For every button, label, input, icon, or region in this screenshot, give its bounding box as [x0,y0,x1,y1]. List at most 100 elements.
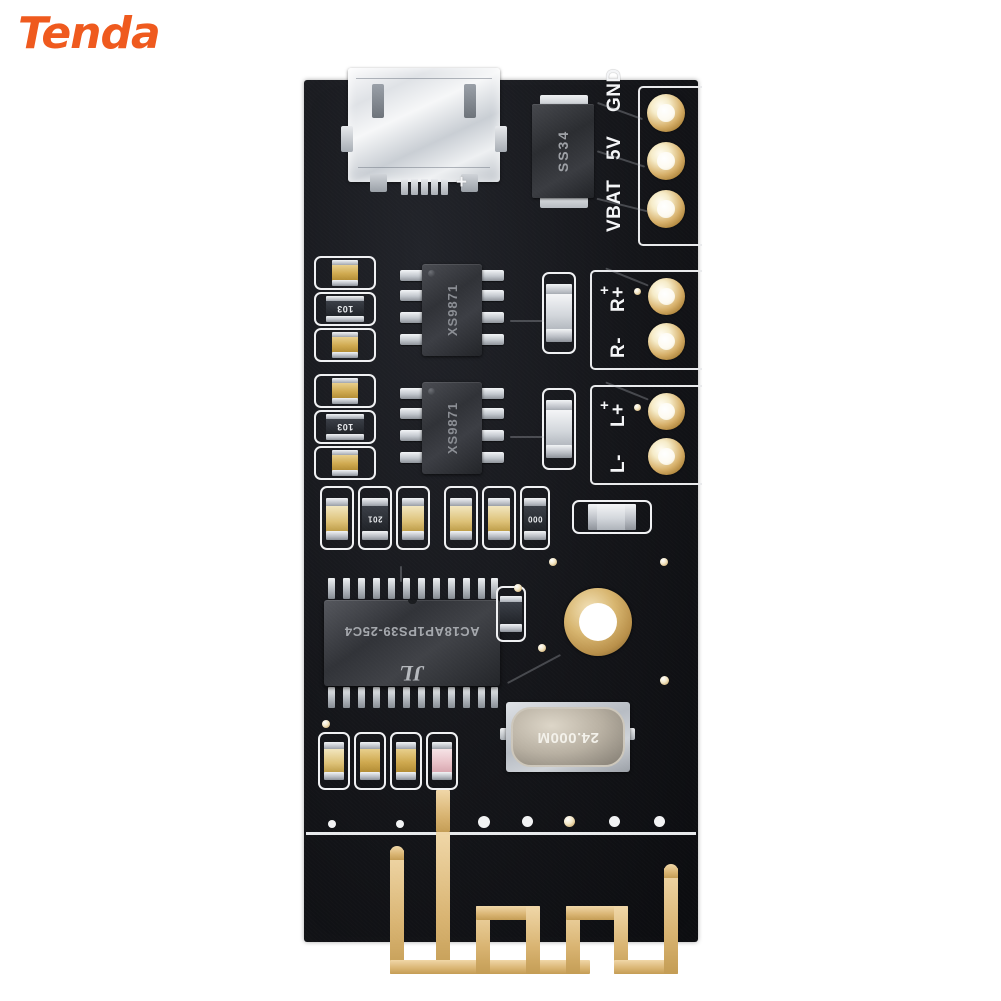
antenna-trace [476,906,490,974]
antenna-trace [476,906,540,920]
pad-r-plus[interactable] [648,278,685,315]
tenda-logo: Tenda [18,8,161,59]
pad-l-minus[interactable] [648,438,685,475]
mounting-hole [564,588,632,656]
capacitor-top-1 [332,260,358,286]
resistor-000: 000 [524,498,546,540]
silk-pad-r-103a [314,292,376,326]
ic-pin1-dot [428,388,435,395]
via [538,644,546,652]
silk-pad-row-3 [396,486,430,550]
ic-lead [400,290,424,301]
right-channel-plus-marker: + [600,282,610,299]
usb-shell-tab-right [464,84,476,118]
capacitor-bottom-3 [396,742,416,780]
ic-pin [388,687,395,708]
usb-pin [411,179,418,195]
silk-pad-btm-3 [390,732,422,790]
main-ic-notch [408,600,417,604]
ic-xs9871-top: XS9871 [400,264,504,356]
ic-lead [400,388,424,399]
schottky-diode-ss34: SS34 [532,104,594,198]
ic-pin [403,578,410,599]
ic-lead [400,312,424,323]
via [660,676,669,685]
inductor-top [546,284,572,342]
ic-pin [448,578,455,599]
silk-pad-row-1 [320,486,354,550]
ic-pin [463,687,470,708]
via [522,816,533,827]
pcb-board: SS34 + GND 5V VBAT R+ R- + L+ L- + 103 [304,68,702,974]
resistor-side [500,596,522,632]
silk-pad-row-6 [520,486,550,550]
ic-pin [491,687,498,708]
inductor-right [588,504,636,530]
ic-lead [480,290,504,301]
usb-foot-left [370,174,387,192]
antenna-trace [614,906,628,974]
ic-lead [480,388,504,399]
resistor-103-a: 103 [326,296,364,322]
capacitor-row-3 [450,498,472,540]
ic-lead [480,270,504,281]
polarity-plus-marker: + [456,172,468,193]
antenna-trace [664,864,678,878]
silk-pad-btm-1 [318,732,350,790]
pad-l-plus[interactable] [648,393,685,430]
resistor-201: 201 [362,498,388,540]
silk-pad-btm-4 [426,732,458,790]
silk-pad-ind-right [572,500,652,534]
ic-pin [373,687,380,708]
pad-5v[interactable] [647,142,685,180]
capacitor-bottom-1 [324,742,344,780]
ic-lead [400,452,424,463]
led-indicator [432,742,452,780]
pcb-meander-antenna [304,80,698,974]
ic-pin [463,578,470,599]
main-ic-package [324,600,500,686]
power-header-outline [638,86,702,246]
antenna-trace [526,906,540,974]
capacitor-row-1 [326,498,348,540]
ic-xs9871-mid: XS9871 [400,382,504,474]
antenna-trace [436,832,450,974]
ic-lead [480,408,504,419]
ic-lead [400,408,424,419]
antenna-trace [390,850,404,974]
via [634,288,641,295]
via [660,558,668,566]
ic-pin1-dot [428,270,435,277]
ic-lead [400,334,424,345]
capacitor-mid-1 [332,378,358,404]
ic-pin [343,578,350,599]
silk-pad-row-5 [482,486,516,550]
usb-pin [401,179,408,195]
ic-pin [418,578,425,599]
resistor-103-b: 103 [326,414,364,440]
silk-pad-r-103b [314,410,376,444]
silk-pad-btm-2 [354,732,386,790]
via [328,820,336,828]
pad-vbat[interactable] [647,190,685,228]
usb-pin [421,179,428,195]
ic-lead [480,452,504,463]
pad-gnd[interactable] [647,94,685,132]
silk-pad-ind-mid [542,388,576,470]
via [564,816,575,827]
ic-pin [358,578,365,599]
antenna-trace [566,906,628,920]
silk-pad-row-4 [444,486,478,550]
micro-usb-connector[interactable] [341,68,507,195]
crystal-lead-right [625,728,635,740]
ic-pin [448,687,455,708]
ic-package: XS9871 [422,264,482,356]
via [549,558,557,566]
silk-pad-ind-top [542,272,576,354]
silk-pad-c-top2 [314,328,376,362]
pad-r-minus[interactable] [648,323,685,360]
usb-shell-seam [358,167,490,168]
usb-foot-right [461,174,478,192]
ic-pin [418,687,425,708]
via [322,720,330,728]
